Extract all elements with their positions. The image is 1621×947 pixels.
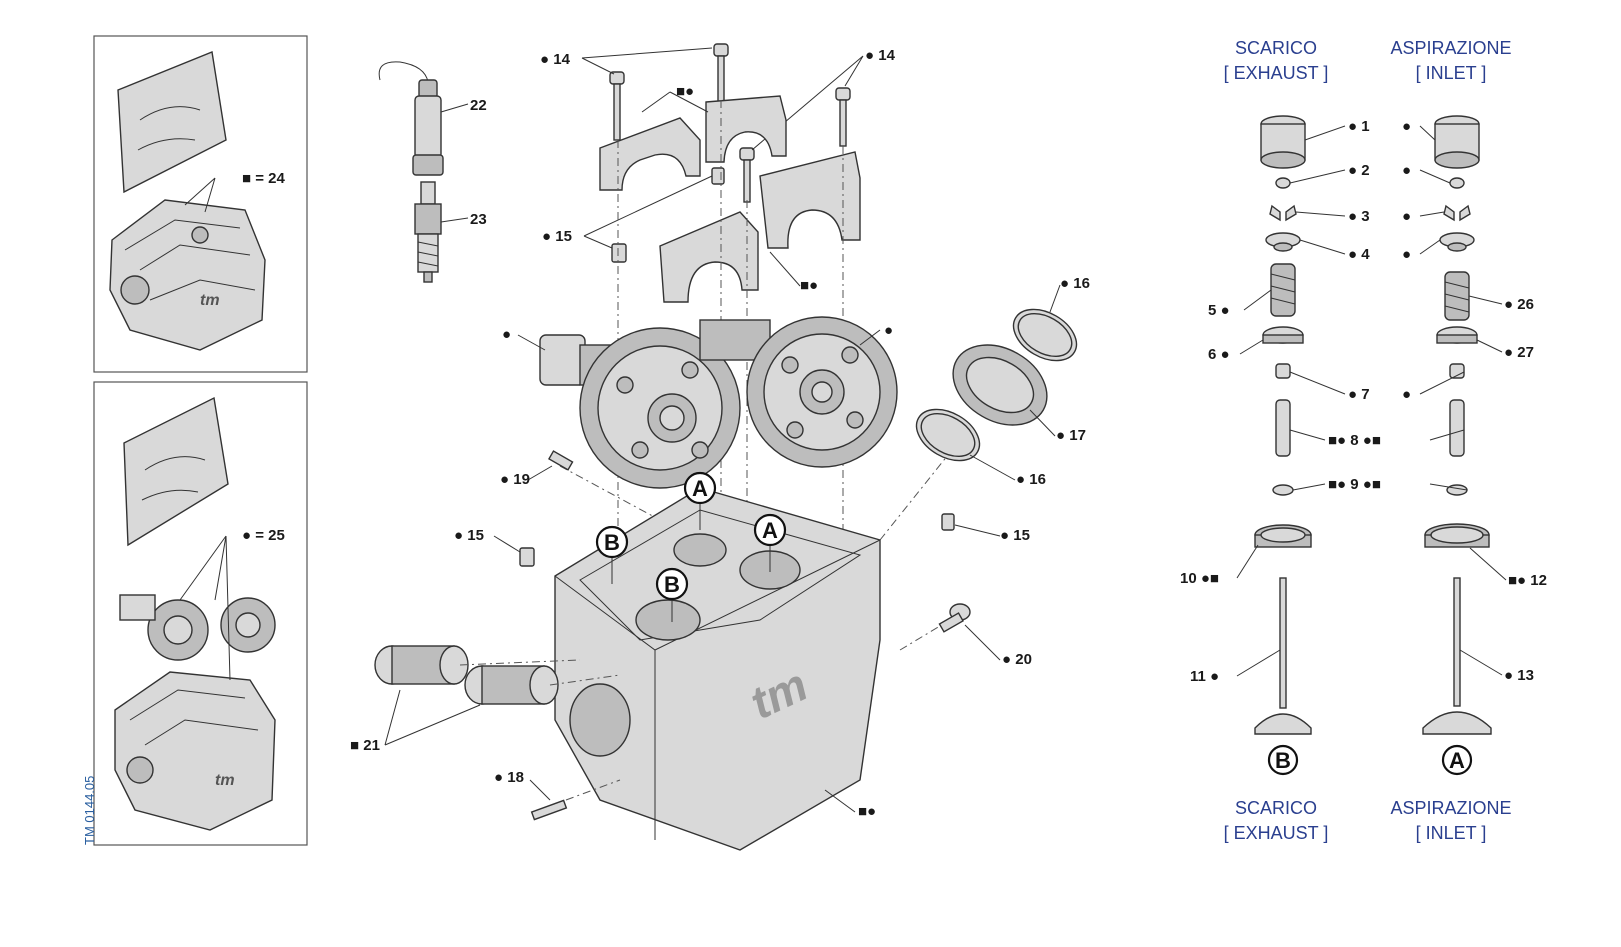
head-marker-b2: B	[664, 572, 680, 597]
svg-text:tm: tm	[200, 292, 220, 309]
label-v9: ■● 9 ●■	[1328, 476, 1381, 493]
label-21: ■ 21	[350, 737, 380, 754]
header-exhaust-top: SCARICO	[1235, 38, 1317, 58]
label-v4-inlet: ●	[1402, 246, 1411, 263]
label-v2: ● 2	[1348, 162, 1370, 179]
label-camshaft-right: ●	[884, 322, 893, 339]
label-caps-mid: ■●	[800, 277, 818, 294]
label-head: ■●	[858, 803, 876, 820]
label-18: ● 18	[494, 769, 524, 786]
label-v3-inlet: ●	[1402, 208, 1411, 225]
label-v5: 5 ●	[1208, 302, 1230, 319]
head-marker-b1: B	[604, 530, 620, 555]
valve-marker-b: B	[1275, 748, 1291, 773]
dowel-pins-mid: ● 15 ● 15	[454, 513, 1030, 567]
valve-headers-top: SCARICO [ EXHAUST ] ASPIRAZIONE [ INLET …	[1224, 38, 1512, 83]
label-17: ● 17	[1056, 427, 1086, 444]
label-v12: ■● 12	[1508, 572, 1547, 589]
header-inlet-bottom: ASPIRAZIONE	[1390, 798, 1511, 818]
head-marker-a1: A	[692, 476, 708, 501]
label-v1: ● 1	[1348, 118, 1370, 135]
intake-manifold: ● 16 ● 17 ● 16	[915, 275, 1090, 488]
header-exhaust-top-sub: [ EXHAUST ]	[1224, 63, 1329, 83]
stud-18: ● 18	[494, 769, 621, 821]
head-valve-markers: A A B B	[595, 471, 787, 622]
label-camshaft-left: ●	[502, 326, 511, 343]
label-caps-top: ■●	[676, 83, 694, 100]
header-exhaust-bottom-sub: [ EXHAUST ]	[1224, 823, 1329, 843]
header-inlet-bottom-sub: [ INLET ]	[1416, 823, 1487, 843]
kit-box-25: tm ● = 25	[93, 381, 308, 846]
label-v8: ■● 8 ●■	[1328, 432, 1381, 449]
label-v10: 10 ●■	[1180, 570, 1219, 587]
valve-leader-lines	[1236, 125, 1507, 677]
label-15-right: ● 15	[1000, 527, 1030, 544]
label-v2-inlet: ●	[1402, 162, 1411, 179]
spark-plug-cap: 22	[378, 61, 487, 176]
kit-box-24: tm ■ = 24	[93, 35, 308, 373]
coolant-fittings: ■ 21	[350, 645, 621, 754]
kit-24-label: ■ = 24	[242, 170, 285, 187]
kit-25-label: ● = 25	[242, 527, 285, 544]
drawing-reference: TM 0144.05	[82, 776, 97, 845]
camshaft-caps: ■● ■●	[599, 83, 861, 303]
label-20: ● 20	[1002, 651, 1032, 668]
label-16-bottom: ● 16	[1016, 471, 1046, 488]
inlet-valve-parts: A	[1422, 115, 1492, 776]
head-marker-a2: A	[762, 518, 778, 543]
label-v4: ● 4	[1348, 246, 1370, 263]
camshafts: ● ●	[502, 316, 898, 489]
header-exhaust-bottom: SCARICO	[1235, 798, 1317, 818]
valve-part-labels: ● 1 ● ● 2 ● ● 3 ● ● 4 ● 5 ● ● 26 6 ● ● 2…	[1180, 118, 1547, 685]
stud-19: ● 19	[500, 450, 574, 488]
label-16-top: ● 16	[1060, 275, 1090, 292]
exhaust-valve-parts: B	[1254, 115, 1312, 776]
label-v7-inlet: ●	[1402, 386, 1411, 403]
label-14-right: ● 14	[865, 47, 896, 64]
label-v27: ● 27	[1504, 344, 1534, 361]
header-inlet-top: ASPIRAZIONE	[1390, 38, 1511, 58]
valve-headers-bottom: SCARICO [ EXHAUST ] ASPIRAZIONE [ INLET …	[1224, 798, 1512, 843]
label-23: 23	[470, 211, 487, 228]
label-v7: ● 7	[1348, 386, 1370, 403]
label-22: 22	[470, 97, 487, 114]
label-19: ● 19	[500, 471, 530, 488]
label-v13: ● 13	[1504, 667, 1534, 684]
label-v11: 11 ●	[1190, 668, 1219, 685]
header-inlet-top-sub: [ INLET ]	[1416, 63, 1487, 83]
label-v26: ● 26	[1504, 296, 1534, 313]
valve-marker-a: A	[1449, 748, 1465, 773]
label-15-top: ● 15	[542, 228, 572, 245]
label-14-left: ● 14	[540, 51, 571, 68]
label-v3: ● 3	[1348, 208, 1370, 225]
cap-bolts: ● 14 ● 14	[540, 43, 896, 203]
label-15-left: ● 15	[454, 527, 484, 544]
label-v1-inlet: ●	[1402, 118, 1411, 135]
svg-text:tm: tm	[215, 772, 235, 789]
spark-plug: 23	[414, 181, 487, 283]
label-v6: 6 ●	[1208, 346, 1230, 363]
